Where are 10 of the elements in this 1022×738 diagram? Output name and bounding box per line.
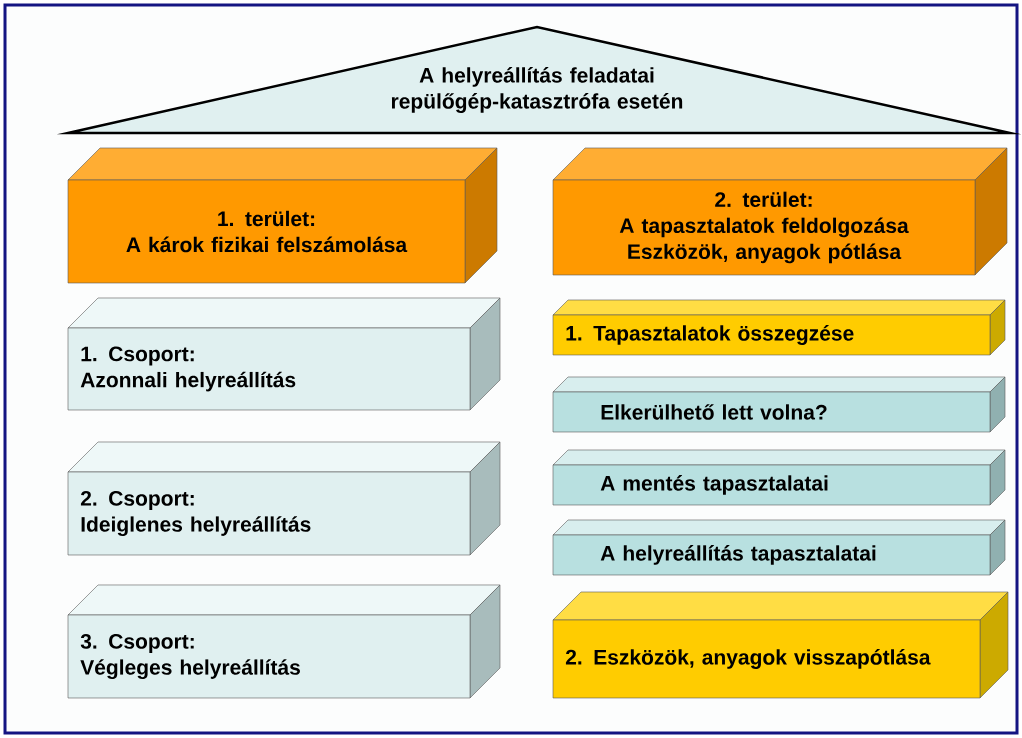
block-box: 2. terület: A tapasztalatok feldolgozása Eszközök, anyagok pótlása (552, 147, 1008, 276)
block-box: Elkerülhető lett volna? (552, 376, 1006, 433)
block-box: 1. terület: A károk fizikai felszámolása (67, 147, 498, 284)
block-box: A helyreállítás tapasztalatai (552, 519, 1006, 576)
block-box: 2. Eszközök, anyagok visszapótlása (552, 591, 1009, 699)
block-box: 1. Csoport: Azonnali helyreállítás (67, 297, 501, 411)
block-box: 1. Tapasztalatok összegzése (552, 299, 1006, 356)
block-box: A mentés tapasztalatai (552, 449, 1006, 506)
block-box: 3. Csoport: Végleges helyreállítás (67, 584, 501, 699)
block-box: 2. Csoport: Ideiglenes helyreállítás (67, 441, 501, 556)
